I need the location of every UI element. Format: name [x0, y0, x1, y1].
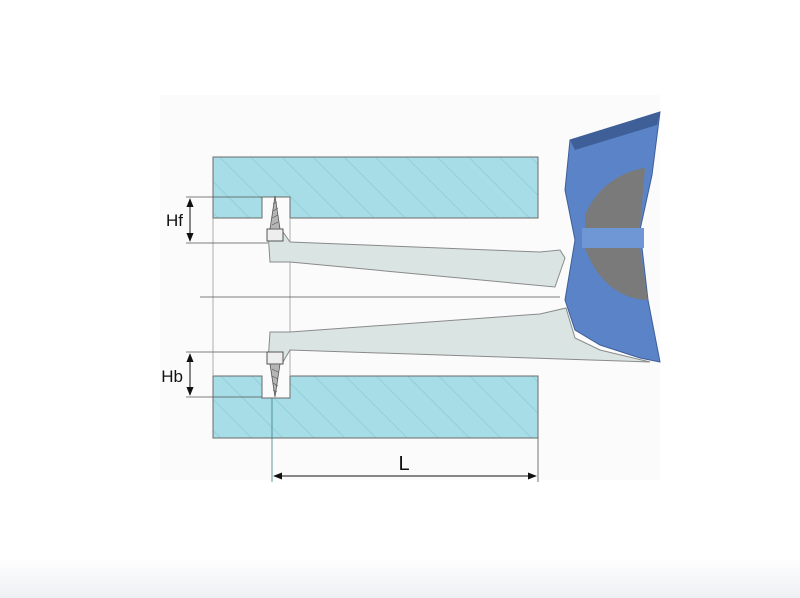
- upper-bore-wall: [212, 156, 539, 219]
- hb-label: Hb: [161, 367, 183, 386]
- bottom-fade: [0, 558, 800, 598]
- l-dimension: L: [271, 398, 539, 482]
- upper-caliper-arm: [267, 231, 566, 288]
- l-label: L: [398, 453, 409, 475]
- lower-contact-tip: [266, 351, 284, 398]
- caliper-handle: [564, 111, 661, 363]
- lower-bore-wall: [212, 375, 539, 439]
- upper-contact-tip: [266, 195, 284, 242]
- hb-dimension: Hb: [161, 351, 268, 398]
- hf-dimension: Hf: [166, 196, 268, 244]
- hf-label: Hf: [166, 211, 183, 230]
